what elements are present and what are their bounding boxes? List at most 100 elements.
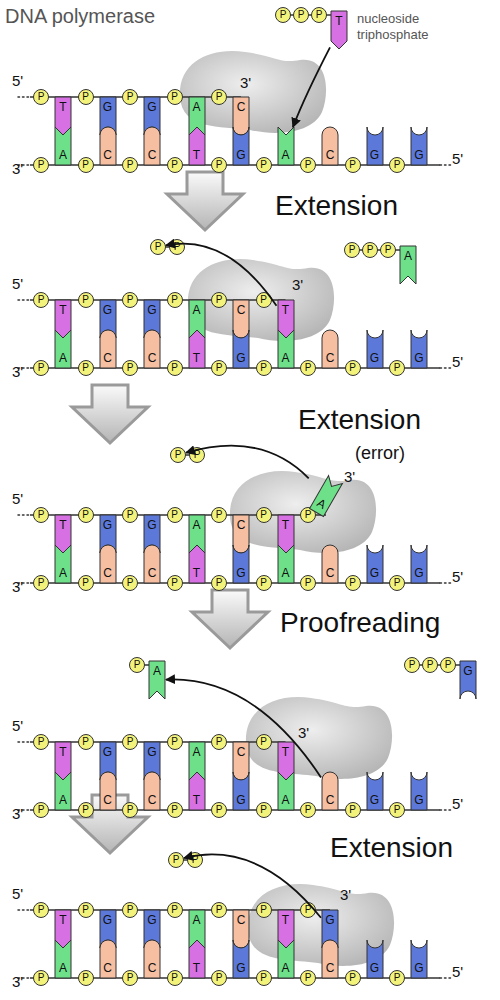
base-outline bbox=[144, 127, 160, 165]
base-block: C bbox=[321, 127, 339, 165]
reaction-arrow bbox=[166, 679, 321, 777]
strand-end-label: 3' bbox=[292, 276, 303, 295]
base-letter: G bbox=[366, 793, 384, 807]
phosphate-label: P bbox=[293, 7, 309, 23]
phosphate-outline bbox=[345, 971, 360, 986]
phosphate-outline bbox=[345, 803, 360, 818]
phosphate-label: P bbox=[33, 360, 49, 376]
base-outline bbox=[233, 772, 249, 810]
phosphate-outline bbox=[123, 903, 138, 918]
phosphate-label: P bbox=[78, 89, 94, 105]
phosphate-label: P bbox=[170, 447, 186, 463]
strand-end-label: 5' bbox=[12, 885, 23, 904]
phosphate-circle: P bbox=[211, 157, 227, 173]
base-block: C bbox=[143, 772, 161, 810]
base-outline bbox=[189, 330, 205, 368]
phosphate-circle: P bbox=[380, 242, 396, 258]
phosphate-circle: P bbox=[300, 970, 316, 986]
phosphate-label: P bbox=[300, 902, 316, 918]
base-block: G bbox=[459, 661, 477, 699]
phosphate-label: P bbox=[167, 802, 183, 818]
base-block: C bbox=[321, 772, 339, 810]
phosphate-outline bbox=[167, 735, 182, 750]
base-outline bbox=[144, 772, 160, 810]
phosphate-circle: P bbox=[293, 7, 309, 23]
phosphate-circle: P bbox=[362, 242, 378, 258]
phosphate-circle: P bbox=[122, 157, 138, 173]
phosphate-circle: P bbox=[33, 360, 49, 376]
phosphate-label: P bbox=[122, 970, 138, 986]
phosphate-circle: P bbox=[122, 902, 138, 918]
backbone-dots bbox=[440, 809, 452, 811]
phosphate-outline bbox=[167, 508, 182, 523]
base-block: A bbox=[54, 330, 72, 368]
base-letter: C bbox=[321, 793, 339, 807]
phosphate-label: P bbox=[122, 734, 138, 750]
base-letter: G bbox=[143, 518, 161, 532]
phosphate-label: P bbox=[300, 970, 316, 986]
strand-end-label: 3' bbox=[344, 468, 355, 487]
step-label: Extension bbox=[298, 402, 421, 437]
phosphate-label: P bbox=[380, 242, 396, 258]
phosphate-circle: P bbox=[256, 802, 272, 818]
base-outline bbox=[189, 940, 205, 978]
phosphate-label: P bbox=[345, 802, 361, 818]
phosphate-circle: P bbox=[78, 802, 94, 818]
phosphate-circle: P bbox=[78, 970, 94, 986]
phosphate-label: P bbox=[33, 507, 49, 523]
strand-end-label: 5' bbox=[12, 72, 23, 91]
phosphate-circle: P bbox=[189, 447, 205, 463]
phosphate-circle: P bbox=[344, 242, 360, 258]
phosphate-label: P bbox=[167, 734, 183, 750]
base-outline bbox=[278, 772, 294, 810]
phosphate-outline bbox=[301, 576, 316, 591]
phosphate-outline bbox=[34, 361, 49, 376]
base-letter: C bbox=[232, 745, 250, 759]
phosphate-outline bbox=[167, 971, 182, 986]
base-block: A bbox=[399, 246, 417, 284]
phosphate-label: P bbox=[78, 157, 94, 173]
base-block: C bbox=[143, 545, 161, 583]
step-label: Extension bbox=[330, 830, 453, 865]
base-letter: G bbox=[366, 351, 384, 365]
phosphate-outline bbox=[167, 293, 182, 308]
base-letter: T bbox=[188, 566, 206, 580]
phosphate-circle: P bbox=[167, 360, 183, 376]
strand-end-label: 5' bbox=[452, 568, 463, 587]
phosphate-label: P bbox=[345, 360, 361, 376]
backbone-dots bbox=[440, 582, 452, 584]
base-block: G bbox=[232, 772, 250, 810]
strand-end-label: 5' bbox=[452, 963, 463, 982]
base-letter: C bbox=[143, 148, 161, 162]
phosphate-circle: P bbox=[78, 575, 94, 591]
phosphate-label: P bbox=[404, 657, 420, 673]
phosphate-label: P bbox=[345, 157, 361, 173]
phosphate-outline bbox=[390, 971, 405, 986]
phosphate-outline bbox=[301, 361, 316, 376]
phosphate-label: P bbox=[211, 575, 227, 591]
phosphate-outline bbox=[170, 240, 185, 255]
phosphate-label: P bbox=[211, 902, 227, 918]
phosphate-outline bbox=[294, 8, 309, 23]
phosphate-outline bbox=[212, 361, 227, 376]
phosphate-circle: P bbox=[150, 239, 166, 255]
phosphate-outline bbox=[256, 971, 271, 986]
phosphate-label: P bbox=[256, 734, 272, 750]
base-outline bbox=[411, 545, 427, 583]
phosphate-outline bbox=[169, 853, 184, 868]
base-outline bbox=[100, 127, 116, 165]
phosphate-label: P bbox=[78, 360, 94, 376]
phosphate-outline bbox=[34, 971, 49, 986]
phosphate-label: P bbox=[167, 292, 183, 308]
phosphate-outline bbox=[345, 361, 360, 376]
base-outline bbox=[100, 940, 116, 978]
phosphate-outline bbox=[78, 361, 93, 376]
base-letter: G bbox=[410, 351, 428, 365]
base-letter: T bbox=[54, 913, 72, 927]
phosphate-circle: P bbox=[122, 970, 138, 986]
phosphate-circle: P bbox=[33, 292, 49, 308]
base-block: C bbox=[232, 742, 250, 780]
phosphate-circle: P bbox=[33, 89, 49, 105]
phosphate-circle: P bbox=[389, 970, 405, 986]
base-letter: G bbox=[143, 913, 161, 927]
